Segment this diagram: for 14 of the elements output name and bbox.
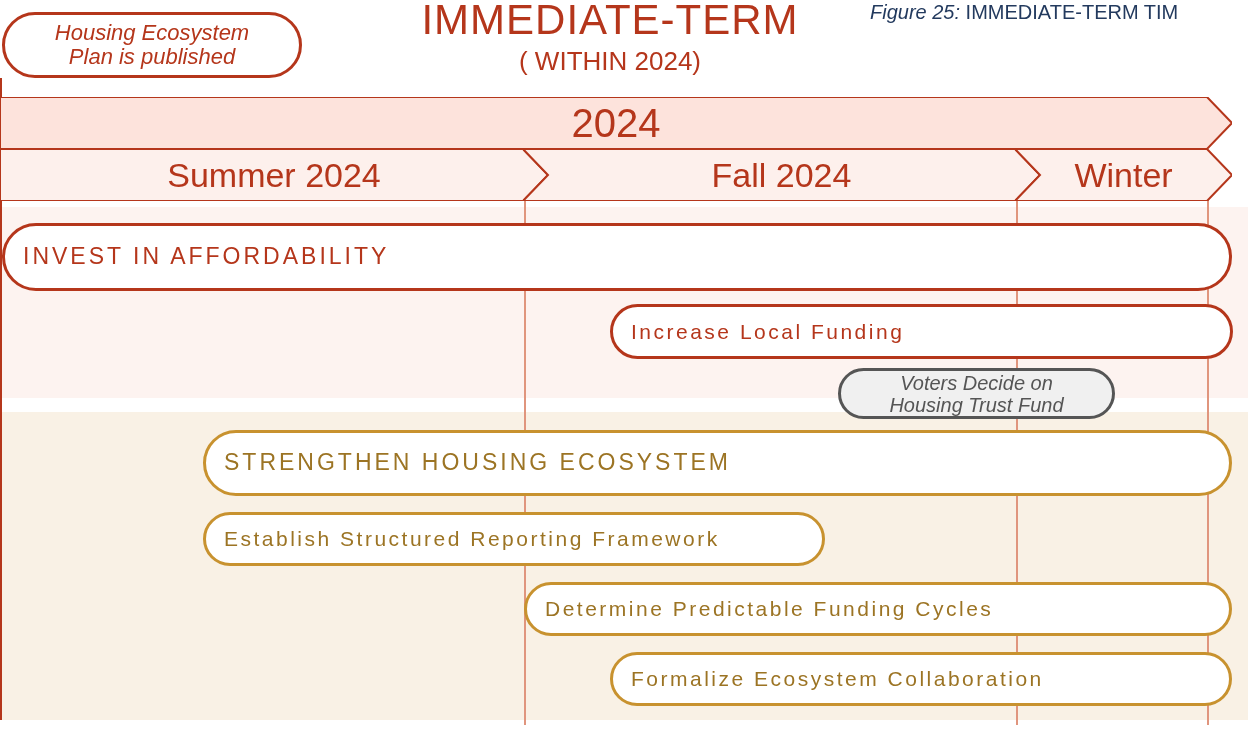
event-callout: Voters Decide on Housing Trust Fund <box>838 368 1115 419</box>
subtitle: ( WITHIN 2024) <box>518 46 702 77</box>
period-band: Summer 2024 <box>0 149 548 201</box>
action-bar: Determine Predictable Funding Cycles <box>524 582 1232 636</box>
action-bar: Establish Structured Reporting Framework <box>203 512 825 566</box>
action-bar: Increase Local Funding <box>610 304 1233 359</box>
period-band: 2024 <box>0 97 1232 149</box>
workstream-bar: STRENGTHEN HOUSING ECOSYSTEM <box>203 430 1232 496</box>
action-bar: Formalize Ecosystem Collaboration <box>610 652 1232 706</box>
title: IMMEDIATE-TERM <box>420 0 800 44</box>
milestone-callout: Housing Ecosystem Plan is published <box>2 12 302 78</box>
workstream-bar: INVEST IN AFFORDABILITY <box>2 223 1232 291</box>
period-band: Winter <box>1015 149 1232 201</box>
figure-caption: Figure 25: IMMEDIATE-TERM TIM <box>870 1 1179 23</box>
